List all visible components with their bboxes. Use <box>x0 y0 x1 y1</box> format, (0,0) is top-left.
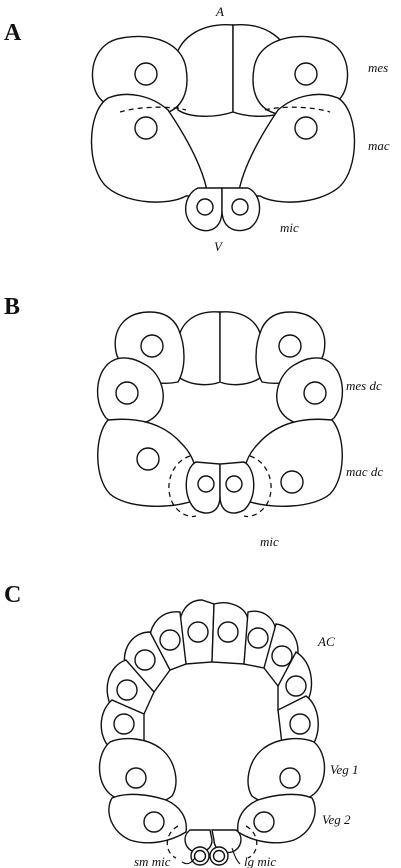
small-micromere-right-nucleus <box>214 851 225 862</box>
small-micromere-left-nucleus <box>195 851 206 862</box>
panel-c: C <box>4 582 359 868</box>
mesomere-dc-left-nucleus <box>141 335 163 357</box>
label-sm-mic: sm mic <box>134 854 171 868</box>
macromere-right-nucleus <box>295 117 317 139</box>
ac-cell-1-nucleus <box>188 622 208 642</box>
label-mac-dc: mac dc <box>346 464 383 479</box>
mesomere-right-nucleus <box>295 63 317 85</box>
ring-right-middle-nucleus <box>304 382 326 404</box>
ac-cell-4-nucleus <box>272 646 292 666</box>
macromere-left-nucleus <box>135 117 157 139</box>
ac-cell-3-nucleus <box>248 628 268 648</box>
micromere-b-left-nucleus <box>198 476 214 492</box>
label-mes: mes <box>368 60 388 75</box>
veg1-left-nucleus <box>126 768 146 788</box>
macromere-dc-left-nucleus <box>137 448 159 470</box>
veg2-right <box>238 794 315 842</box>
veg1-right-nucleus <box>280 768 300 788</box>
panel-b-letter: B <box>4 294 20 320</box>
label-lg-mic: lg mic <box>244 854 276 868</box>
panel-a-letter: A <box>4 20 22 46</box>
mesomere-left-nucleus <box>135 63 157 85</box>
ac-cell-2-nucleus <box>218 622 238 642</box>
label-veg1: Veg 1 <box>330 762 359 777</box>
ac-cell-6-nucleus <box>135 650 155 670</box>
label-mes-dc: mes dc <box>346 378 382 393</box>
panel-c-letter: C <box>4 582 21 608</box>
panel-a: A A mes mac mic V <box>4 4 390 254</box>
macromere-dc-right-nucleus <box>281 471 303 493</box>
label-mic-b: mic <box>260 534 279 549</box>
label-ac: AC <box>317 634 335 649</box>
ac-cell-8-nucleus <box>286 676 306 696</box>
ac-cell-7-nucleus <box>117 680 137 700</box>
micromere-right-nucleus <box>232 199 248 215</box>
mesomere-dc-right-nucleus <box>279 335 301 357</box>
ac-cell-9-nucleus <box>114 714 134 734</box>
panel-b: B mes dc mac dc mic <box>4 294 383 549</box>
ac-cell-10-nucleus <box>290 714 310 734</box>
micromere-b-right-nucleus <box>226 476 242 492</box>
mesomere-dc-inner-right <box>220 312 262 385</box>
label-veg2: Veg 2 <box>322 812 351 827</box>
animal-cap-ring <box>101 600 318 748</box>
label-mac: mac <box>368 138 390 153</box>
label-vegetal-pole: V <box>214 239 224 254</box>
ac-cell-5-nucleus <box>160 630 180 650</box>
label-mic: mic <box>280 220 299 235</box>
mesomere-dc-inner-left <box>178 312 220 385</box>
micromere-left-nucleus <box>197 199 213 215</box>
ring-left-middle-nucleus <box>116 382 138 404</box>
veg2-left-nucleus <box>144 812 164 832</box>
label-animal-pole: A <box>215 4 224 19</box>
veg2-right-nucleus <box>254 812 274 832</box>
